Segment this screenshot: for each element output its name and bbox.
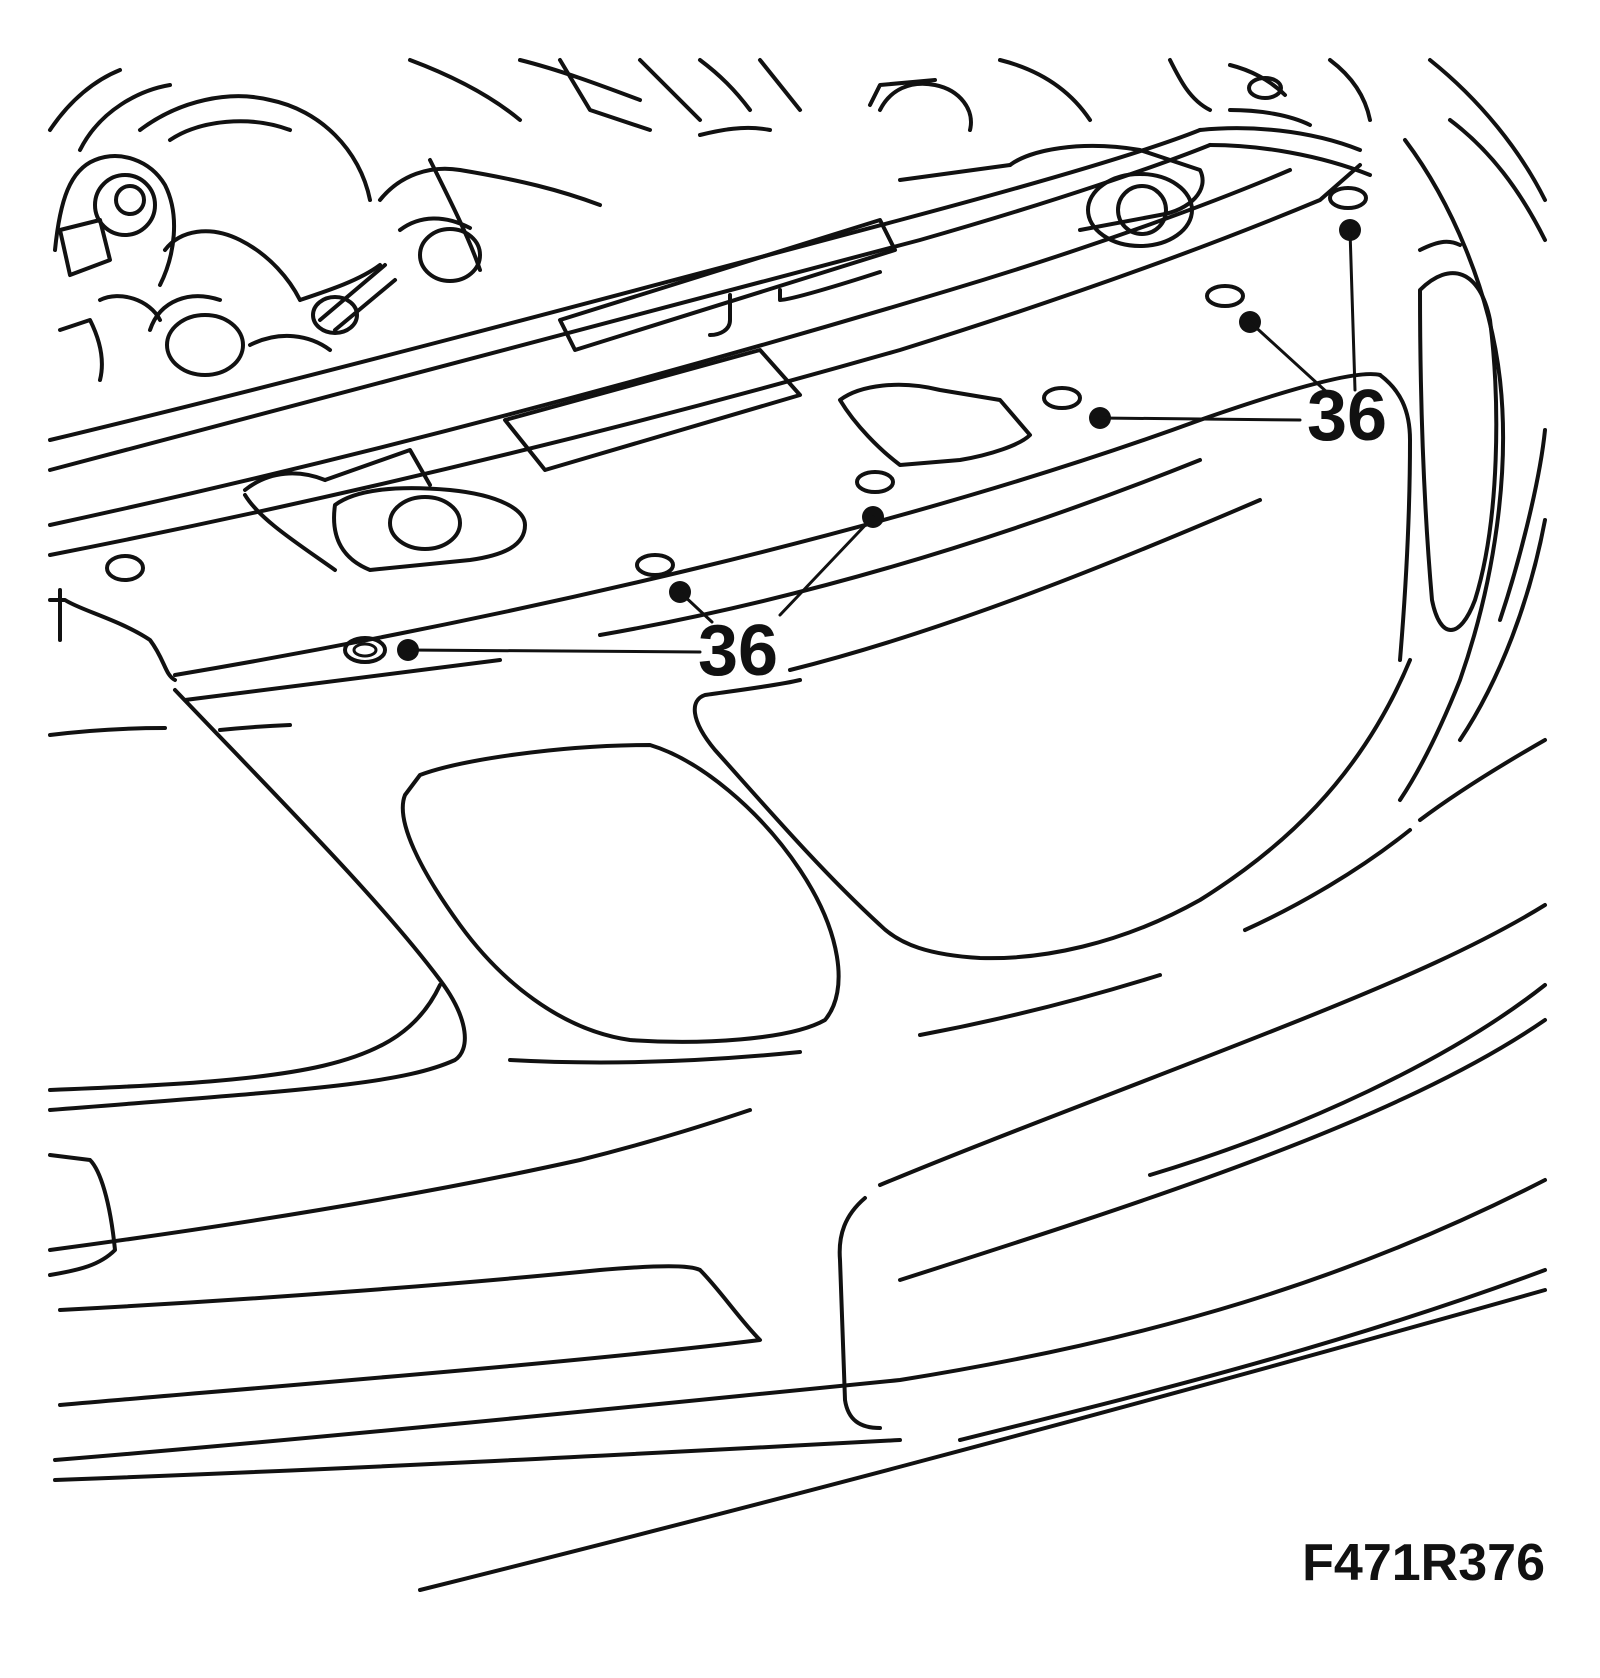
callout-label-right: 36 xyxy=(1307,376,1387,456)
bumper-upper-structure xyxy=(48,58,1547,802)
mounting-hole xyxy=(855,470,895,494)
mounting-hole xyxy=(1205,284,1245,308)
callout-left: 36 xyxy=(397,506,884,691)
mounting-hole xyxy=(635,553,675,577)
mounting-hole xyxy=(1328,186,1368,210)
callout-label-left: 36 xyxy=(698,611,778,691)
bumper-face xyxy=(48,658,1547,1592)
mounting-holes xyxy=(105,186,1368,664)
mounting-hole xyxy=(343,636,387,664)
engine-bay-components xyxy=(48,58,1372,382)
figure-code: F471R376 xyxy=(1302,1534,1545,1592)
mounting-hole xyxy=(105,554,145,582)
radiator-support xyxy=(48,108,1372,572)
mounting-hole xyxy=(1042,386,1082,410)
callout-right: 36 xyxy=(1089,219,1387,456)
